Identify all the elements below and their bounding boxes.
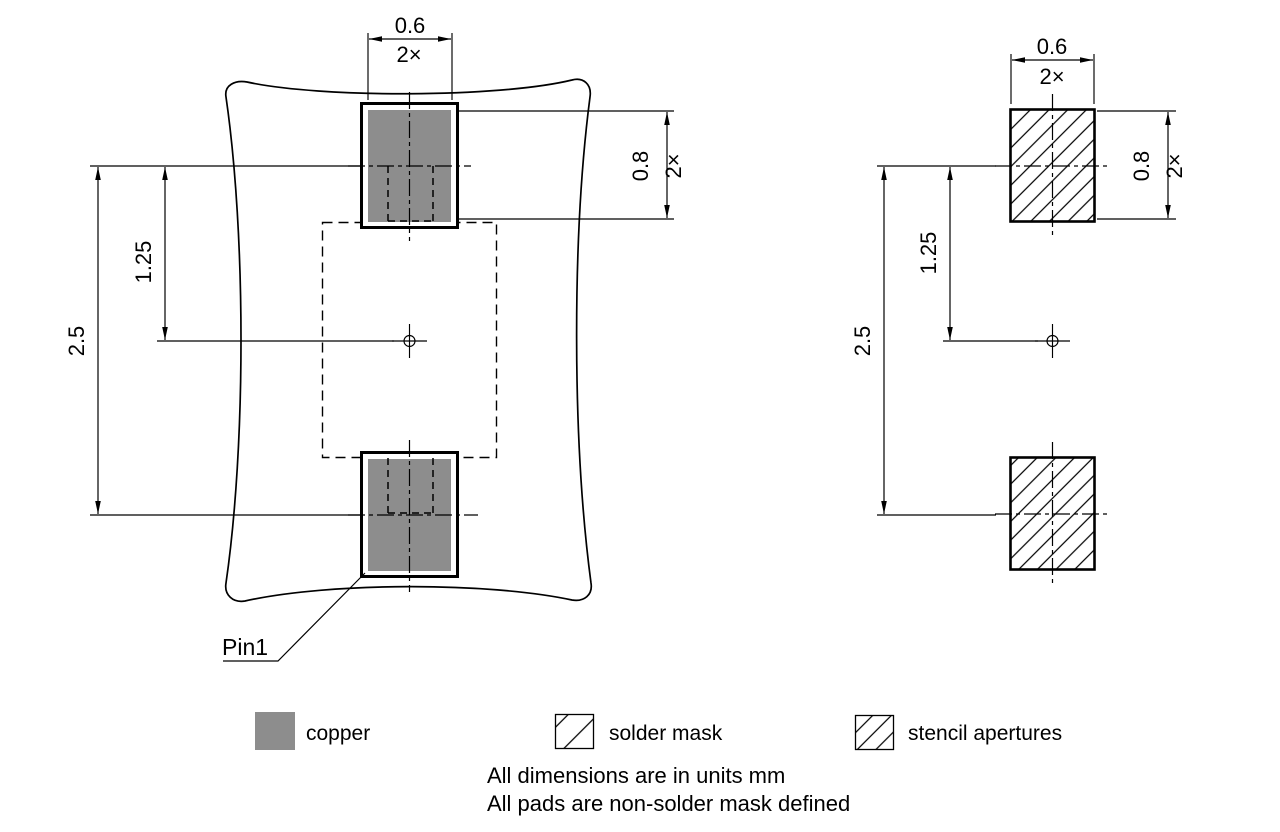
dim-pitch-right-value: 2.5 [850,326,875,357]
note-nsmd: All pads are non-solder mask defined [487,791,850,816]
dim-pad-width-left: 0.6 2× [369,13,451,67]
right-view-stencil: 0.6 2× 0.8 2× 2.5 1.25 [850,34,1187,586]
stencil-swatch [854,714,895,751]
dim-pitch-left: 2.5 [64,167,101,514]
component-terminal-dashed-top [387,166,434,222]
legend-copper-label: copper [306,722,370,745]
dim-half-pitch-value: 1.25 [131,241,156,284]
dim-aperture-height: 0.8 2× [1129,112,1187,218]
dim-aperture-height-value: 0.8 [1129,151,1154,182]
drawing-notes: All dimensions are in units mm All pads … [487,763,850,816]
dim-pad-height-times: 2× [661,153,686,178]
extension-lines-right-view [877,54,1176,516]
note-units: All dimensions are in units mm [487,763,785,788]
dim-pad-width-times: 2× [396,42,421,67]
dim-pad-height-left: 0.8 2× [628,112,686,218]
dim-aperture-width-value: 0.6 [1037,34,1068,59]
pin1-leader-line [223,572,366,662]
dim-pitch-value: 2.5 [64,326,89,357]
left-view-copper-and-mask: 0.6 2× 0.8 2× 2.5 1.25 Pin1 [64,13,686,662]
dim-pitch-right: 2.5 [850,167,887,514]
pin1-label: Pin1 [222,634,268,660]
legend-item-copper: copper [255,712,370,750]
dim-pad-height-value: 0.8 [628,151,653,182]
dim-half-pitch-left: 1.25 [131,167,168,340]
pin1-callout: Pin1 [222,572,366,662]
copper-swatch [255,712,295,750]
legend-item-solder-mask: solder mask [554,713,723,750]
dim-half-pitch-right: 1.25 [916,167,953,340]
aperture-centerlines [995,94,1110,586]
origin-marker-right [1035,324,1070,358]
origin-marker-left [392,324,427,358]
solder-mask-swatch [554,713,595,750]
legend-solder-mask-label: solder mask [609,722,723,745]
dim-aperture-width-times: 2× [1039,64,1064,89]
legend-item-stencil: stencil apertures [854,714,1062,751]
dim-aperture-width: 0.6 2× [1012,34,1093,89]
dim-pad-width-value: 0.6 [395,13,426,38]
pad-centerlines-left-view [348,92,478,592]
solder-mask-region [224,78,593,603]
dim-half-pitch-right-value: 1.25 [916,232,941,275]
legend: copper solder mask stencil apertures [255,712,1062,751]
extension-lines-left-view [90,33,674,516]
component-terminal-dashed-bottom [387,458,434,514]
dim-aperture-height-times: 2× [1162,153,1187,178]
legend-stencil-label: stencil apertures [908,722,1062,745]
